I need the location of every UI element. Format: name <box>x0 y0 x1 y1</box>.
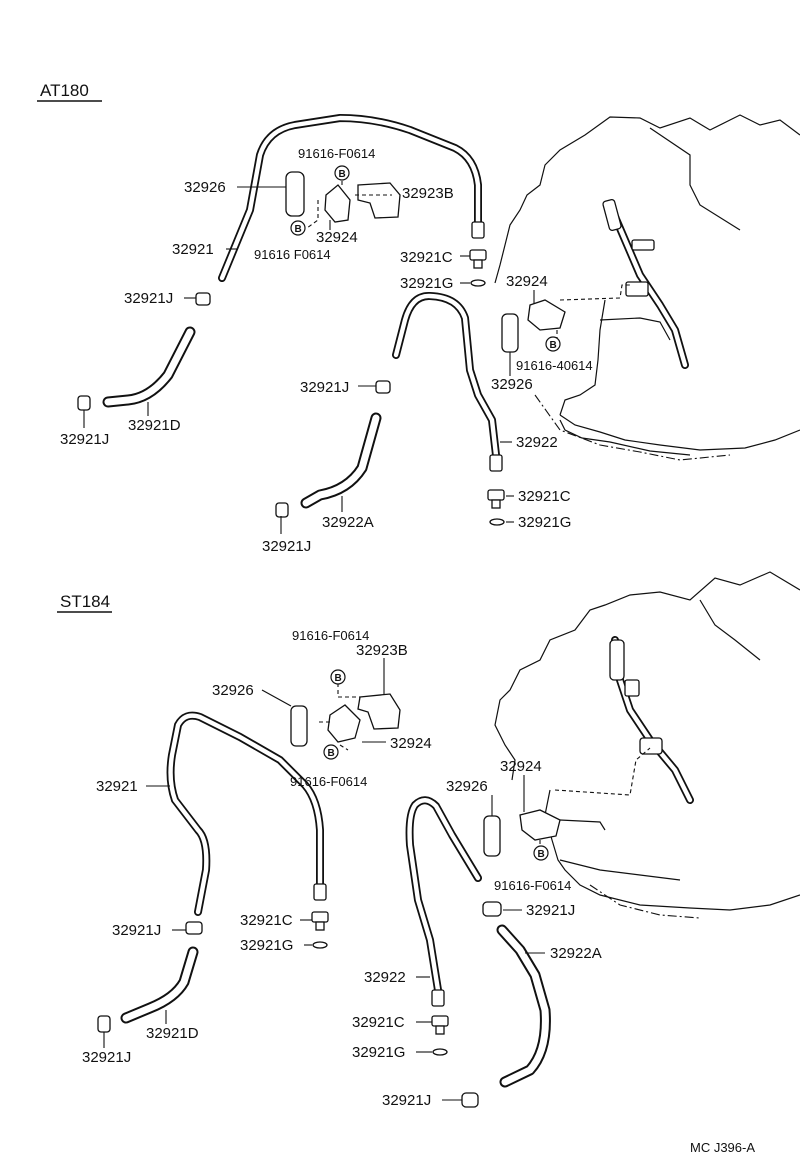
label-32922A: 32922A <box>322 514 374 531</box>
leader-line <box>261 689 292 707</box>
label-bolt-91616-F0614-alt: 91616 F0614 <box>254 247 331 262</box>
sleeve-32926-d <box>483 815 501 857</box>
sleeve-32926-a <box>285 171 305 217</box>
bolt-marker-icon: B <box>330 669 346 685</box>
dash-bolt-link <box>559 284 632 301</box>
label-32921G-d: 32921G <box>352 1044 405 1061</box>
label-32924-b: 32924 <box>506 273 548 290</box>
bolt-marker-icon: B <box>334 165 350 181</box>
gasket-32921G-bottom <box>312 941 328 949</box>
gasket-32921G-top <box>470 279 486 287</box>
bracket-32923B-bottom <box>357 693 401 730</box>
label-32921G: 32921G <box>400 275 453 292</box>
transmission-pipe-bottom <box>609 636 694 804</box>
label-32921D: 32921D <box>128 417 181 434</box>
label-32926-c: 32926 <box>212 682 254 699</box>
label-32926-b: 32926 <box>491 376 533 393</box>
bolt-marker-icon: B <box>545 336 561 352</box>
pipe-32922-top <box>392 292 503 472</box>
gasket-32921G-bottom <box>432 1048 448 1056</box>
label-32921G-c: 32921G <box>240 937 293 954</box>
label-bolt-91616-F0614-b: 91616-F0614 <box>292 628 369 643</box>
bolt-marker-icon: B <box>323 744 339 760</box>
svg-text:B: B <box>550 340 557 351</box>
clamp-32921J-bottom <box>97 901 502 1108</box>
label-bolt-91616-40614: 91616-40614 <box>516 358 593 373</box>
svg-text:B: B <box>538 849 545 860</box>
dash-bolt-link <box>554 747 651 796</box>
label-32921: 32921 <box>172 241 214 258</box>
label-32921J-a: 32921J <box>124 290 173 307</box>
label-32921J-c: 32921J <box>60 431 109 448</box>
transmission-pipe-top <box>602 198 689 369</box>
hose-32921D-top <box>102 326 196 408</box>
transmission-outline-top <box>494 114 800 461</box>
bolt-marker-icon: B <box>290 220 306 236</box>
label-32921C-d: 32921C <box>352 1014 405 1031</box>
label-bolt-91616-F0614: 91616-F0614 <box>298 146 375 161</box>
sleeve-32926-c <box>290 705 308 747</box>
label-32923B-b: 32923B <box>356 642 408 659</box>
union-32921C-bottom <box>311 911 449 1035</box>
svg-text:B: B <box>335 673 342 684</box>
bracket-32923B-top <box>357 182 401 219</box>
clamp-32924-bottom-b <box>519 809 561 841</box>
label-32922: 32922 <box>516 434 558 451</box>
hose-32921-top <box>218 114 485 282</box>
label-32921C-c: 32921C <box>240 912 293 929</box>
dash-bolt-link <box>339 744 349 751</box>
label-32921J-f: 32921J <box>112 922 161 939</box>
dash-bolt-link <box>306 200 319 229</box>
label-32921J-g: 32921J <box>82 1049 131 1066</box>
gasket-32921G-top <box>489 518 505 526</box>
label-32922A-b: 32922A <box>550 945 602 962</box>
label-32921C: 32921C <box>400 249 453 266</box>
label-32921D-b: 32921D <box>146 1025 199 1042</box>
label-32926-d: 32926 <box>446 778 488 795</box>
label-32921J-b: 32921J <box>300 379 349 396</box>
hose-32921-bottom <box>166 711 327 916</box>
label-32921-b: 32921 <box>96 778 138 795</box>
label-32926: 32926 <box>184 179 226 196</box>
hose-32921D-bottom <box>120 946 199 1024</box>
label-32924-d: 32924 <box>500 758 542 775</box>
clamp-32924-top-a <box>324 184 351 223</box>
clamp-32921J-top <box>77 292 391 518</box>
label-32921J-d: 32921J <box>262 538 311 555</box>
svg-text:B: B <box>295 224 302 235</box>
label-bolt-91616-F0614-c: 91616-F0614 <box>290 774 367 789</box>
section-title-st184: ST184 <box>60 592 110 611</box>
sleeve-32926-b <box>501 313 519 353</box>
clamp-32924-top-b <box>527 299 566 331</box>
label-32923B: 32923B <box>402 185 454 202</box>
label-32922-b: 32922 <box>364 969 406 986</box>
dash-bolt-link <box>337 683 360 698</box>
label-32921J-h: 32921J <box>382 1092 431 1109</box>
union-32921C-top <box>469 249 505 509</box>
svg-text:B: B <box>328 748 335 759</box>
clamp-32924-bottom-a <box>327 704 361 743</box>
section-st184: ST184 <box>57 571 800 1109</box>
bolt-marker-icon: B <box>533 845 549 861</box>
hose-32922A-bottom <box>496 924 551 1088</box>
footer-code: MC J396-A <box>690 1140 755 1155</box>
label-32924: 32924 <box>316 229 358 246</box>
section-at180: AT180 <box>37 81 800 555</box>
svg-text:B: B <box>339 169 346 180</box>
label-32921C-b: 32921C <box>518 488 571 505</box>
section-title-at180: AT180 <box>40 81 89 100</box>
pipe-32922-bottom <box>405 796 482 1007</box>
label-32924-c: 32924 <box>390 735 432 752</box>
label-32921G-b: 32921G <box>518 514 571 531</box>
label-bolt-91616-F0614-d: 91616-F0614 <box>494 878 571 893</box>
hose-32922A-top <box>300 412 382 509</box>
label-32921J-e: 32921J <box>526 902 575 919</box>
